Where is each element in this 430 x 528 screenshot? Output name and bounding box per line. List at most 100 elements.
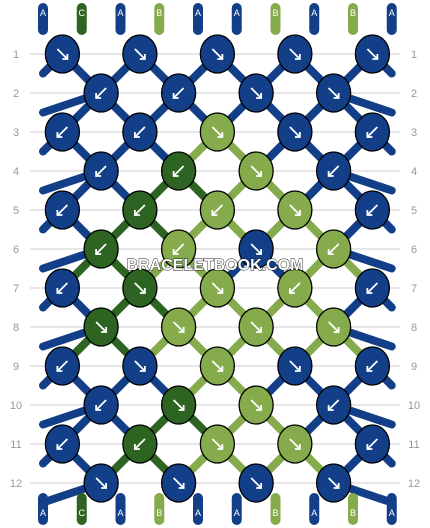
- strand-label-bottom: B: [350, 508, 356, 518]
- arrow-down-right-icon: [172, 321, 185, 333]
- arrow-down-left-icon: [56, 438, 69, 450]
- knot: [315, 151, 352, 191]
- arrow-head: [366, 132, 373, 138]
- arrow-down-right-icon: [211, 438, 224, 450]
- knot: [83, 307, 119, 347]
- arrow-head: [294, 366, 301, 372]
- arrow-down-left-icon: [366, 204, 379, 216]
- arrow-head: [294, 210, 301, 216]
- arrow-down-right-icon: [289, 360, 301, 372]
- arrow-head: [56, 288, 63, 294]
- knot: [238, 229, 274, 269]
- arrow-down-left-icon: [56, 360, 69, 372]
- arrow-down-left-icon: [134, 204, 146, 216]
- arrow-head: [133, 210, 140, 216]
- strand-label-top: B: [350, 8, 356, 18]
- strand-label-bottom: A: [117, 508, 123, 518]
- strand-label-top: A: [234, 8, 240, 18]
- arrow-down-left-icon: [134, 126, 146, 138]
- arrow-head: [95, 93, 102, 99]
- knot: [44, 34, 81, 74]
- arrow-down-right-icon: [327, 477, 340, 489]
- strand-label-top: A: [311, 8, 317, 18]
- arrow-head: [294, 54, 301, 60]
- arrow-head: [178, 483, 185, 489]
- row-number-left: 10: [10, 400, 22, 412]
- arrow-down-left-icon: [95, 399, 107, 411]
- knot: [83, 151, 119, 191]
- knot: [160, 229, 197, 269]
- knot: [354, 112, 391, 152]
- knot: [44, 424, 81, 464]
- row-number-left: 12: [10, 478, 22, 490]
- arrow-down-left-icon: [366, 282, 379, 294]
- arrow-head: [56, 444, 63, 450]
- arrow-down-left-icon: [56, 126, 69, 138]
- arrow-head: [101, 327, 108, 333]
- row-number-right: 1: [411, 49, 417, 61]
- arrow-down-right-icon: [250, 87, 262, 99]
- knot: [277, 268, 313, 308]
- strand-label-top: B: [156, 8, 162, 18]
- row-number-left: 5: [13, 205, 19, 217]
- arrow-head: [56, 132, 63, 138]
- arrow-head: [256, 327, 263, 333]
- row-number-right: 11: [408, 439, 419, 451]
- arrow-down-left-icon: [327, 243, 340, 255]
- knot: [83, 73, 119, 113]
- arrow-head: [217, 288, 224, 294]
- knot: [44, 112, 81, 152]
- arrow-head: [95, 171, 102, 177]
- arrow-head: [95, 405, 102, 411]
- arrow-head: [288, 288, 295, 294]
- knot: [315, 463, 352, 503]
- row-number-left: 4: [13, 166, 19, 178]
- knot: [277, 34, 313, 74]
- knot: [83, 463, 119, 503]
- arrow-head: [333, 327, 340, 333]
- strand-label-bottom: A: [195, 508, 201, 518]
- strand-label-bottom: B: [272, 508, 278, 518]
- knot-grid: [44, 34, 391, 503]
- arrow-head: [178, 327, 185, 333]
- knot: [354, 268, 391, 308]
- arrow-head: [95, 249, 102, 255]
- arrow-down-left-icon: [134, 438, 146, 450]
- arrow-down-right-icon: [250, 243, 262, 255]
- arrow-down-right-icon: [289, 48, 301, 60]
- knot: [160, 307, 197, 347]
- arrow-down-right-icon: [211, 126, 224, 138]
- arrow-head: [333, 93, 340, 99]
- arrow-down-right-icon: [250, 399, 262, 411]
- knot: [44, 268, 81, 308]
- arrow-head: [256, 483, 263, 489]
- row-number-left: 2: [13, 88, 19, 100]
- arrow-down-left-icon: [172, 243, 185, 255]
- arrow-down-left-icon: [95, 87, 107, 99]
- row-number-right: 6: [411, 244, 417, 256]
- knot: [122, 190, 158, 230]
- knot: [122, 34, 158, 74]
- arrow-head: [256, 171, 263, 177]
- row-number-left: 8: [13, 322, 19, 334]
- arrow-down-right-icon: [134, 360, 146, 372]
- arrow-down-left-icon: [172, 87, 185, 99]
- knot: [160, 73, 197, 113]
- arrow-head: [256, 93, 263, 99]
- strand-label-bottom: A: [389, 508, 395, 518]
- knot: [199, 346, 236, 386]
- arrow-head: [256, 405, 263, 411]
- arrow-head: [327, 171, 334, 177]
- arrow-down-left-icon: [366, 438, 379, 450]
- row-number-left: 6: [13, 244, 19, 256]
- arrow-down-right-icon: [134, 48, 146, 60]
- arrow-down-right-icon: [250, 165, 262, 177]
- row-number-left: 11: [10, 439, 21, 451]
- arrow-down-right-icon: [289, 126, 301, 138]
- arrow-down-left-icon: [289, 282, 301, 294]
- arrow-head: [217, 54, 224, 60]
- arrow-head: [217, 366, 224, 372]
- arrow-down-left-icon: [366, 126, 379, 138]
